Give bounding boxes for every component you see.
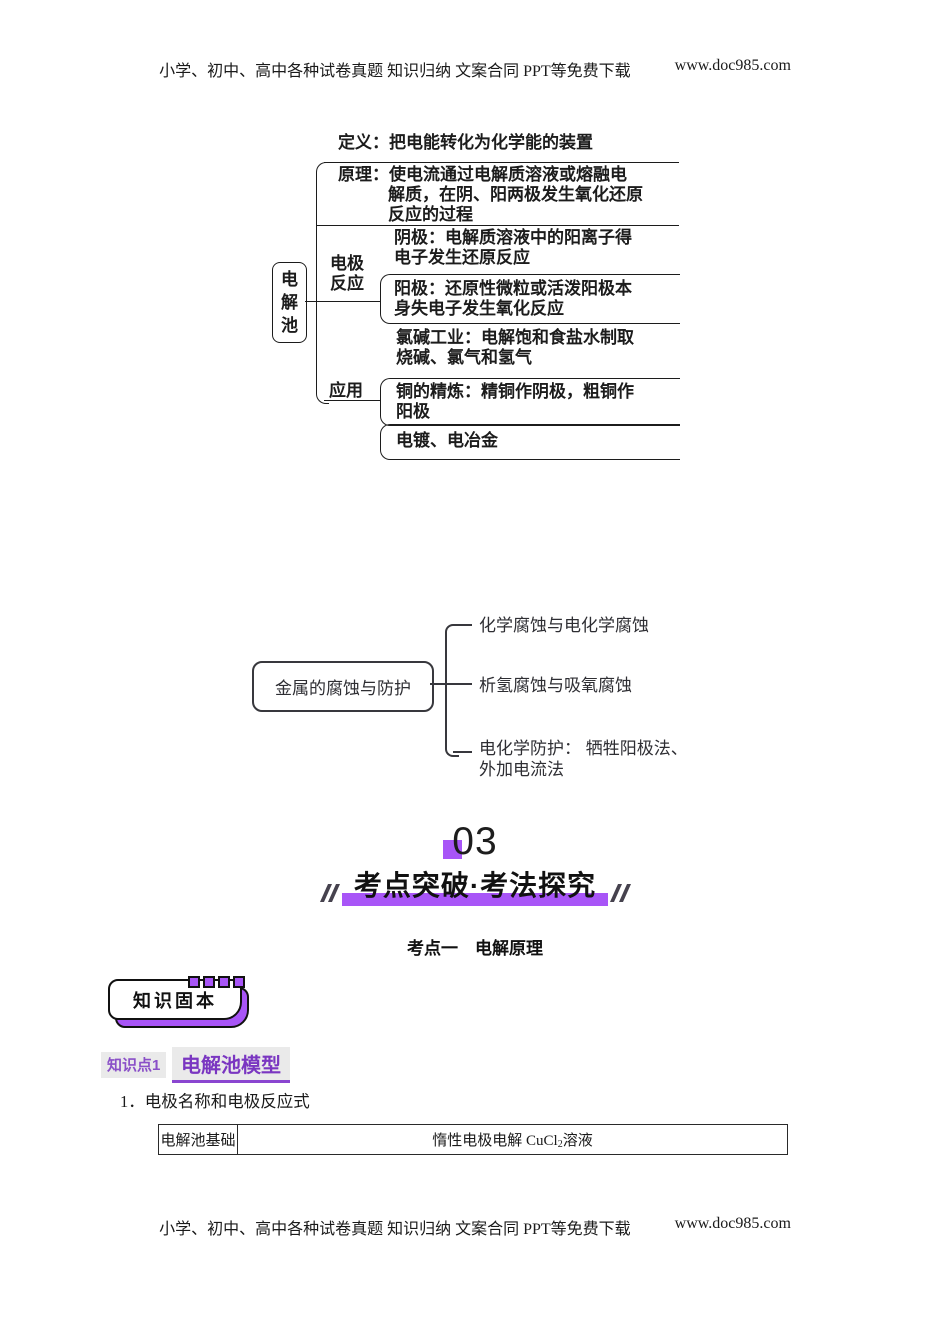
- map2-branch2-text: 析氢腐蚀与吸氧腐蚀: [479, 676, 632, 695]
- map2-root-label: 金属的腐蚀与防护: [275, 679, 411, 698]
- map1-copper-line2: 阳极: [396, 402, 430, 421]
- map2-root-node: 金属的腐蚀与防护: [252, 661, 434, 712]
- knowledge-badge-face: 知识固本: [108, 979, 242, 1020]
- map1-application-label: 应用: [329, 381, 363, 400]
- table-value-post: 溶液: [562, 1133, 593, 1149]
- map1-electrode-label-line2: 反应: [330, 274, 364, 293]
- section-title-wrap: 考点突破·考法探究: [341, 864, 609, 906]
- map1-copper-text: 铜的精炼：精铜作阴极，粗铜作 阳极: [396, 382, 634, 422]
- table-header-cell: 电解池基础: [159, 1125, 238, 1154]
- map1-anode-box: [380, 274, 680, 324]
- map1-principle-line3: 反应的过程: [388, 205, 473, 224]
- list-item-1: 1．电极名称和电极反应式: [120, 1092, 310, 1111]
- knowledge-point-tag: 知识点1: [101, 1052, 167, 1078]
- map1-definition-text: 定义：把电能转化为化学能的装置: [338, 133, 593, 152]
- map2-branch3-line1: 电化学防护： 牺牲阳极法、: [479, 739, 688, 758]
- map1-chlor-alkali-line2: 烧碱、氯气和氢气: [396, 348, 532, 367]
- map2-branch1-text: 化学腐蚀与电化学腐蚀: [479, 616, 649, 635]
- map1-electrode-label-line1: 电极: [330, 254, 364, 273]
- footer-site-url: www.doc985.com: [674, 1215, 791, 1232]
- map1-principle-text: 原理：使电流通过电解质溶液或熔融电 解质，在阴、阳两极发生氧化还原 反应的过程: [338, 165, 643, 225]
- section-number: 03: [452, 820, 498, 863]
- map1-electrode-label: 电极 反应: [330, 254, 364, 294]
- footer-slogan: 小学、初中、高中各种试卷真题 知识归纳 文案合同 PPT等免费下载: [159, 1221, 631, 1238]
- map2-branch1-stub-line: [453, 624, 472, 626]
- map1-bottom-stub-line: [324, 400, 380, 401]
- header-site-url: www.doc985.com: [674, 57, 791, 74]
- footer-banner: 小学、初中、高中各种试卷真题 知识归纳 文案合同 PPT等免费下载 www.do…: [0, 1215, 950, 1239]
- section-number-square-icon: [443, 840, 462, 859]
- map1-plating-box: [380, 424, 680, 460]
- section-title: 考点突破·考法探究: [353, 870, 597, 901]
- map2-branch3-line2: 外加电流法: [479, 760, 564, 779]
- section-title-highlight-bar: [341, 893, 609, 906]
- map2-spine-line: [445, 624, 459, 757]
- map1-copper-box: [380, 378, 680, 426]
- map1-top-line: [324, 162, 679, 163]
- map1-chlor-alkali-line1: 氯碱工业：电解饱和食盐水制取: [396, 328, 634, 347]
- map2-branch2-stub-line: [430, 683, 472, 685]
- double-slash-left-icon: [319, 884, 340, 902]
- map1-spine-line: [316, 162, 329, 404]
- table-value-pre: 惰性电极电解 CuCl: [432, 1133, 558, 1149]
- map1-chlor-alkali-text: 氯碱工业：电解饱和食盐水制取 烧碱、氯气和氢气: [396, 328, 634, 368]
- header-banner: 小学、初中、高中各种试卷真题 知识归纳 文案合同 PPT等免费下载 www.do…: [0, 57, 950, 81]
- knowledge-point-name: 电解池模型: [172, 1047, 290, 1083]
- knowledge-badge-label: 知识固本: [133, 990, 217, 1011]
- exam-point-heading: 考点一 电解原理: [407, 939, 543, 958]
- knowledge-badge-squares-icon: [188, 976, 245, 988]
- map1-cathode-text: 阴极：电解质溶液中的阳离子得 电子发生还原反应: [394, 228, 632, 268]
- table-value-subscript: 2: [557, 1139, 563, 1150]
- map1-anode-line2: 身失电子发生氧化反应: [394, 299, 564, 318]
- map1-root-node: 电解池: [272, 262, 307, 343]
- map1-root-stub-line: [305, 301, 380, 302]
- knowledge-badge: 知识固本: [108, 976, 258, 1030]
- map1-principle-line1: 原理：使电流通过电解质溶液或熔融电: [338, 165, 627, 184]
- map2-branch3-stub-line: [453, 751, 472, 753]
- map2-branch3-text: 电化学防护： 牺牲阳极法、 外加电流法: [479, 738, 688, 780]
- section-title-row: 考点突破·考法探究: [0, 864, 950, 906]
- map1-principle-line2: 解质，在阴、阳两极发生氧化还原: [388, 185, 643, 204]
- map1-anode-text: 阳极：还原性微粒或活泼阳极本 身失电子发生氧化反应: [394, 279, 632, 319]
- map1-copper-line1: 铜的精炼：精铜作阴极，粗铜作: [396, 382, 634, 401]
- double-slash-right-icon: [610, 884, 631, 902]
- map1-plating-text: 电镀、电冶金: [396, 431, 498, 450]
- map1-separator-line: [317, 225, 679, 226]
- map1-cathode-line1: 阴极：电解质溶液中的阳离子得: [394, 228, 632, 247]
- map1-root-label: 电解池: [281, 270, 298, 335]
- header-slogan: 小学、初中、高中各种试卷真题 知识归纳 文案合同 PPT等免费下载: [159, 63, 631, 80]
- map1-cathode-line2: 电子发生还原反应: [394, 248, 530, 267]
- map1-anode-line1: 阳极：还原性微粒或活泼阳极本: [394, 279, 632, 298]
